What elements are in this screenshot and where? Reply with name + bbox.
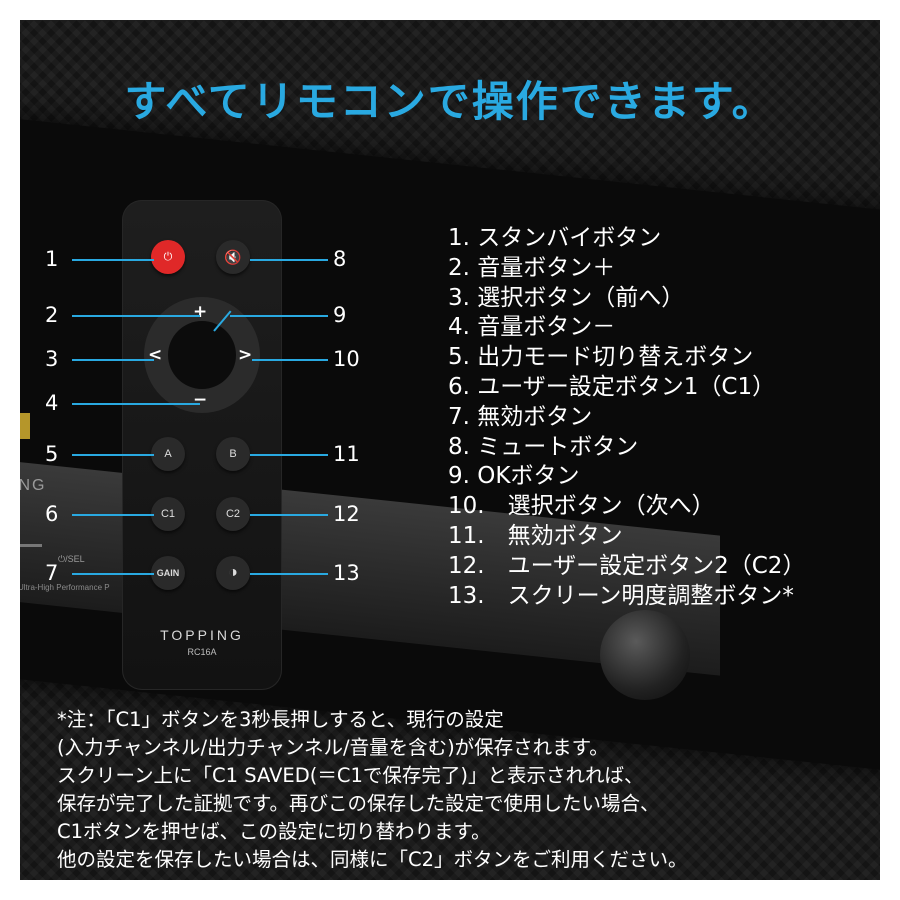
remote-model: RC16A: [187, 647, 217, 657]
callout-number-9: 9: [333, 303, 347, 327]
callout-number-8: 8: [333, 247, 347, 271]
volume-knob: [600, 610, 690, 700]
power-icon: ⏻: [163, 250, 173, 263]
callout-line-4: [72, 403, 200, 405]
callout-line-8: [250, 259, 328, 261]
legend-item: 1. スタンバイボタン: [448, 225, 662, 251]
callout-line-9: [230, 315, 328, 317]
footnote-line: *注：「C1」ボタンを3秒長押しすると、現行の設定: [57, 708, 504, 731]
callout-line-6: [72, 514, 154, 516]
footnote-line: C1ボタンを押せば、この設定に切り替わります。: [57, 820, 491, 843]
remote-control: [122, 200, 282, 690]
legend-item: 5. 出力モード切り替えボタン: [448, 344, 754, 371]
legend-item: 6. ユーザー設定ボタン1（C1）: [448, 373, 776, 400]
device-label-sticker: [20, 413, 30, 439]
mute-icon: 🔇: [224, 248, 242, 265]
volume-down-symbol: −: [193, 390, 208, 410]
callout-number-5: 5: [45, 442, 59, 466]
brightness-icon: ◑: [228, 564, 238, 581]
a-button-label: A: [164, 448, 172, 460]
callout-number-12: 12: [333, 502, 360, 526]
headline: すべてリモコンで操作できます。: [124, 77, 776, 126]
ok-button: [168, 321, 236, 389]
device-slot: [20, 544, 42, 547]
callout-number-1: 1: [45, 247, 59, 271]
remote-brand: TOPPING: [160, 627, 244, 643]
callout-number-13: 13: [333, 561, 360, 585]
callout-number-7: 7: [45, 561, 59, 585]
c2-button: C2: [216, 497, 250, 531]
callout-line-1: [72, 259, 154, 261]
legend-item: 10. 選択ボタン（次へ）: [448, 493, 715, 520]
callout-line-12: [250, 514, 328, 516]
callout-number-4: 4: [45, 391, 59, 415]
c2-button-label: C2: [225, 508, 241, 520]
legend-item: 8. ミュートボタン: [448, 433, 639, 460]
footnote-line: スクリーン上に「C1 SAVED(＝C1で保存完了)」と表示されれば、: [57, 764, 644, 787]
b-button-label: B: [229, 448, 237, 460]
c1-button: C1: [151, 497, 185, 531]
callout-number-6: 6: [45, 502, 59, 526]
callout-line-2: [72, 315, 200, 317]
legend-item: 13. スクリーン明度調整ボタン*: [448, 582, 794, 609]
volume-up-symbol: +: [193, 302, 208, 322]
next-symbol: >: [238, 345, 253, 365]
legend-item: 2. 音量ボタン＋: [448, 254, 616, 281]
power-button: ⏻: [151, 240, 185, 274]
mute-button: 🔇: [216, 240, 250, 274]
brightness-button: ◑: [216, 556, 250, 590]
callout-line-13: [250, 573, 328, 575]
legend-item: 3. 選択ボタン（前へ）: [448, 284, 685, 311]
legend-item: 9. OKボタン: [448, 463, 580, 490]
footnote-line: 保存が完了した証拠です。再びこの保存した設定で使用したい場合、: [57, 792, 660, 815]
product-image: ING ⏻/SEL Ultra-High Performance P すべてリモ…: [20, 20, 880, 880]
c1-button-label: C1: [160, 508, 176, 520]
legend-item: 12. ユーザー設定ボタン2（C2）: [448, 552, 806, 579]
device-brand-text: ING: [20, 477, 47, 494]
callout-line-10: [252, 359, 328, 361]
callout-number-3: 3: [45, 347, 59, 371]
footnote: *注：「C1」ボタンを3秒長押しすると、現行の設定 (入力チャンネル/出力チャン…: [57, 706, 688, 874]
legend-item: 7. 無効ボタン: [448, 403, 593, 430]
previous-symbol: <: [148, 345, 163, 365]
footnote-line: 他の設定を保存したい場合は、同様に「C2」ボタンをご利用ください。: [57, 848, 688, 871]
device-panel-label: ⏻/SEL: [58, 554, 85, 564]
button-legend: 1. スタンバイボタン 2. 音量ボタン＋ 3. 選択ボタン（前へ） 4. 音量…: [448, 224, 805, 611]
callout-line-7: [72, 573, 154, 575]
device-model-text: Ultra-High Performance P: [20, 583, 110, 592]
callout-line-5: [72, 454, 154, 456]
callout-number-11: 11: [333, 442, 360, 466]
footnote-line: (入力チャンネル/出力チャンネル/音量を含む)が保存されます。: [57, 736, 609, 759]
legend-item: 4. 音量ボタン－: [448, 314, 616, 341]
legend-item: 11. 無効ボタン: [448, 522, 623, 549]
b-button: B: [216, 437, 250, 471]
callout-number-2: 2: [45, 303, 59, 327]
callout-number-10: 10: [333, 347, 360, 371]
a-button: A: [151, 437, 185, 471]
callout-line-11: [250, 454, 328, 456]
callout-line-3: [72, 359, 154, 361]
gain-button: GAIN: [151, 556, 185, 590]
gain-button-label: GAIN: [156, 568, 180, 578]
